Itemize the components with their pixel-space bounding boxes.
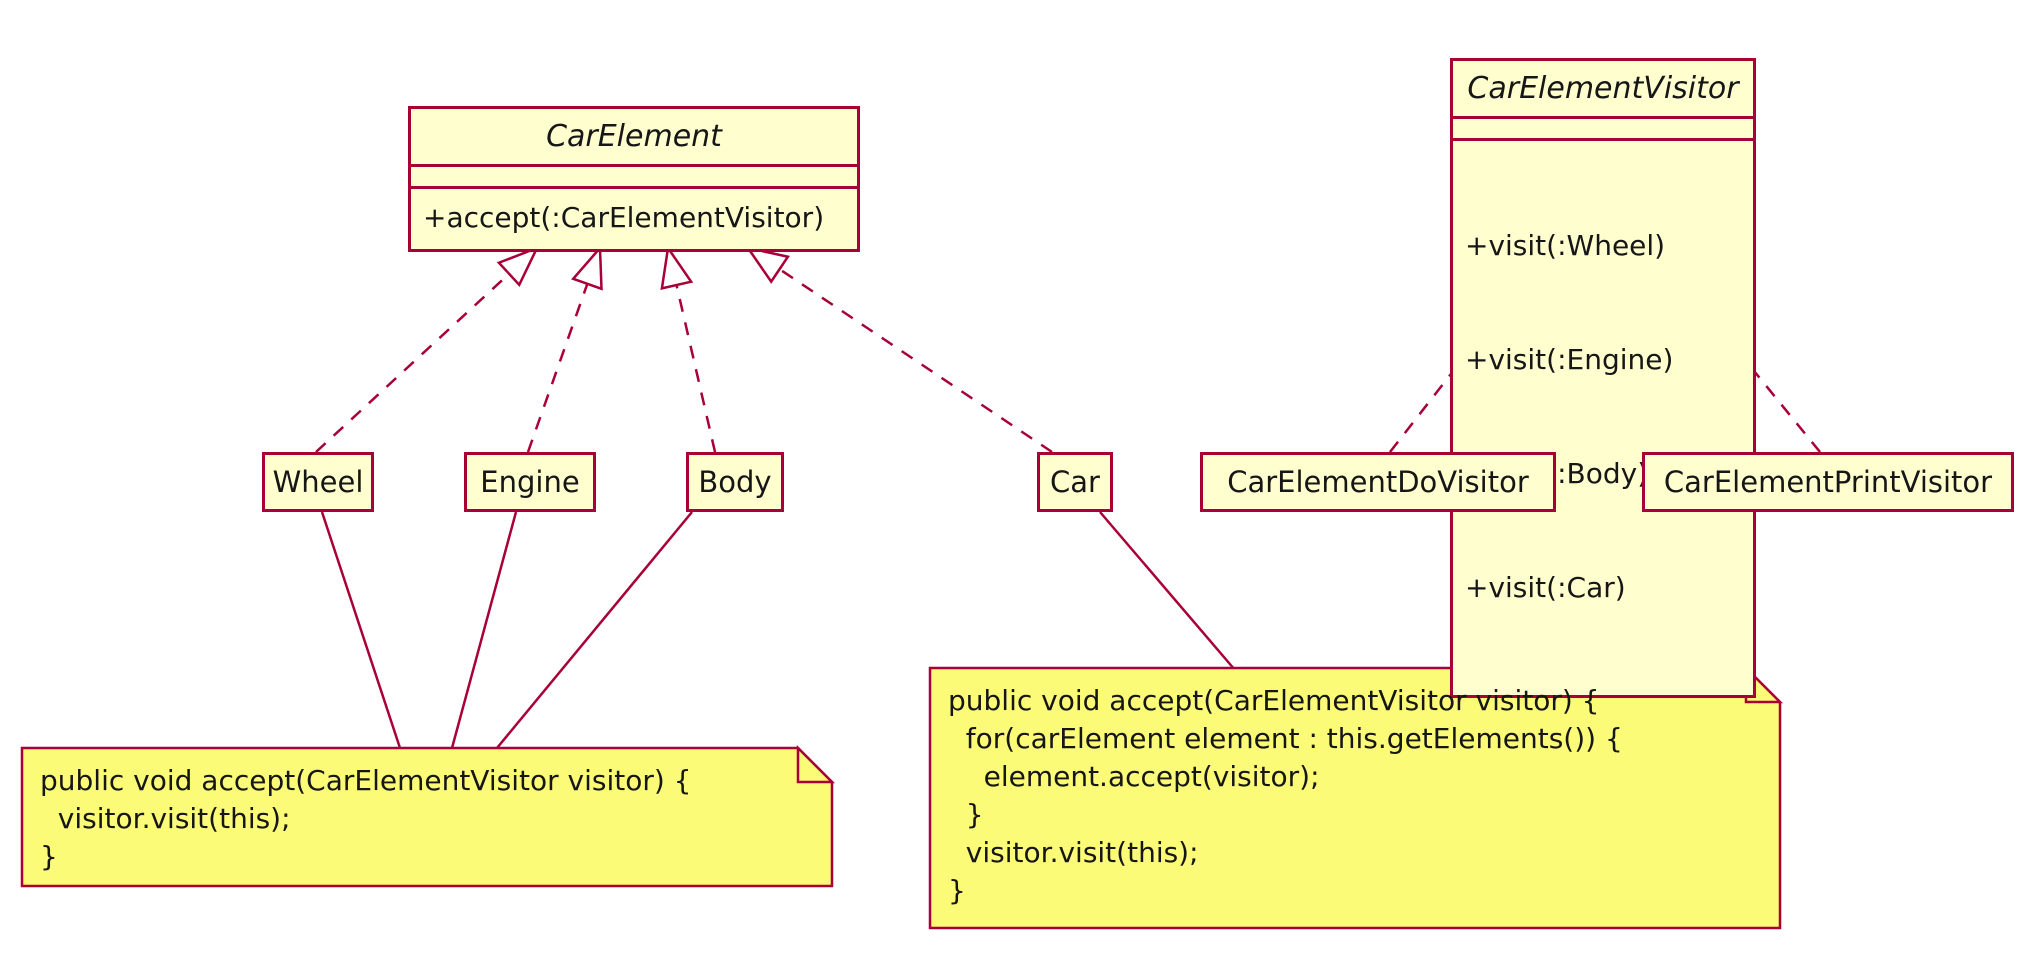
note-right-line: }	[948, 798, 984, 831]
class-box-carelementvisitor: CarElementVisitor +visit(:Wheel) +visit(…	[1450, 58, 1756, 698]
carelement-method: +accept(:CarElementVisitor)	[423, 201, 825, 234]
note-right-line: }	[948, 874, 966, 907]
note-left-fold-icon	[796, 744, 836, 784]
note-left-line: public void accept(CarElementVisitor vis…	[40, 764, 692, 797]
note-link-body	[496, 511, 693, 749]
note-link-engine	[450, 511, 518, 749]
note-left-code: public void accept(CarElementVisitor vis…	[40, 762, 691, 876]
note-link-wheel	[320, 511, 402, 749]
class-title-wheel: Wheel	[272, 465, 364, 499]
carelementvisitor-methods: +visit(:Wheel) +visit(:Engine) +visit(:B…	[1453, 141, 1753, 695]
note-link-car	[1099, 511, 1236, 671]
carelement-fields-compartment	[411, 167, 857, 189]
class-title-body: Body	[698, 465, 772, 499]
class-box-car: Car	[1037, 452, 1113, 512]
note-left-line: visitor.visit(this);	[40, 802, 291, 835]
note-right-code: public void accept(CarElementVisitor vis…	[948, 682, 1623, 910]
note-right-line: for(carElement element : this.getElement…	[948, 722, 1623, 755]
generalization-wheel-to-carelement	[315, 245, 540, 453]
note-right-line: public void accept(CarElementVisitor vis…	[948, 684, 1600, 717]
class-title-carelement: CarElement	[411, 109, 857, 167]
class-title-car: Car	[1050, 465, 1100, 499]
class-box-carelement: CarElement +accept(:CarElementVisitor)	[408, 106, 860, 252]
note-right-line: visitor.visit(this);	[948, 836, 1199, 869]
note-right-line: element.accept(visitor);	[948, 760, 1320, 793]
generalization-engine-to-carelement	[526, 244, 603, 453]
method-visit-wheel: +visit(:Wheel)	[1465, 229, 1666, 262]
generalization-car-to-carelement	[745, 246, 1053, 454]
class-box-carelementprintvisitor: CarElementPrintVisitor	[1642, 452, 2014, 512]
class-box-carelementdovisitor: CarElementDoVisitor	[1200, 452, 1556, 512]
class-title-engine: Engine	[480, 465, 580, 499]
class-title-carelementdovisitor: CarElementDoVisitor	[1227, 465, 1529, 499]
class-box-body: Body	[686, 452, 784, 512]
generalization-printvisitor-to-carelementvisitor	[1694, 298, 1821, 453]
generalization-body-to-carelement	[660, 244, 717, 453]
class-box-engine: Engine	[464, 452, 596, 512]
carelementvisitor-fields-compartment	[1453, 119, 1753, 141]
note-left-line: }	[40, 840, 58, 873]
method-visit-car: +visit(:Car)	[1465, 571, 1626, 604]
class-title-carelementprintvisitor: CarElementPrintVisitor	[1663, 465, 1993, 499]
generalization-dovisitor-to-carelementvisitor	[1389, 298, 1511, 453]
method-visit-engine: +visit(:Engine)	[1465, 343, 1674, 376]
class-title-carelementvisitor: CarElementVisitor	[1453, 61, 1753, 119]
class-box-wheel: Wheel	[262, 452, 374, 512]
note-left-shape	[20, 746, 834, 888]
